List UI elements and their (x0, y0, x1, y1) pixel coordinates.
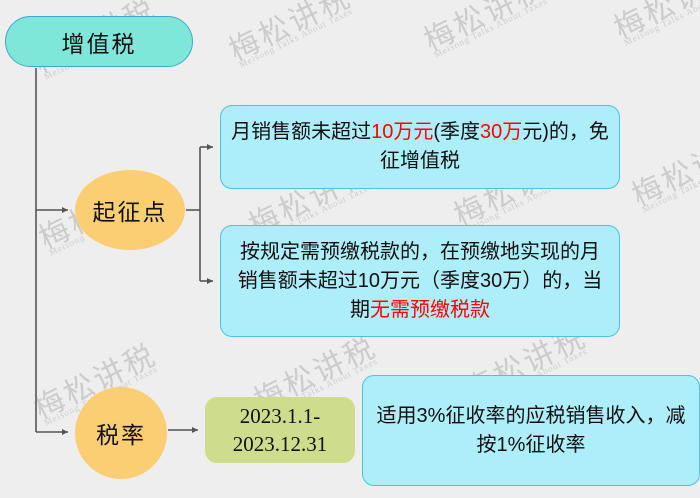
period-line-2: 2023.12.31 (232, 432, 328, 456)
text-segment-emphasis: 无需预缴税款 (370, 298, 490, 321)
node-detail-rate3-text: 适用3%征收率的应税销售收入，减按1%征收率 (376, 404, 686, 456)
node-detail-prepay-text: 按规定需预缴税款的，在预缴地实现的月销售额未超过10万元（季度30万）的，当期无… (231, 238, 609, 325)
period-line-1: 2023.1.1- (239, 403, 321, 428)
text-segment: 按规定需预缴税款的，在预缴地实现的月销售额未超过10万元（季度30万）的，当期 (237, 240, 603, 321)
node-detail-exempt-text: 月销售额未超过10万元(季度30万元)的，免征增值税 (231, 118, 609, 176)
node-detail-period[interactable]: 2023.1.1- 2023.12.31 (205, 397, 355, 463)
text-segment: 元)的，免征增值税 (380, 121, 609, 172)
node-root-vat[interactable]: 增值税 (5, 16, 193, 67)
node-detail-prepay[interactable]: 按规定需预缴税款的，在预缴地实现的月销售额未超过10万元（季度30万）的，当期无… (220, 225, 620, 337)
node-branch-threshold[interactable]: 起征点 (75, 170, 185, 250)
text-segment: 月销售额未超过 (231, 121, 372, 143)
node-branch-rate-label: 税率 (96, 422, 146, 448)
node-branch-rate[interactable]: 税率 (75, 387, 167, 479)
text-segment-emphasis: 30万 (480, 121, 523, 143)
text-segment-emphasis: 10万元 (371, 121, 434, 143)
text-segment: (季度 (433, 121, 480, 143)
node-detail-exempt[interactable]: 月销售额未超过10万元(季度30万元)的，免征增值税 (220, 105, 620, 189)
node-branch-threshold-label: 起征点 (92, 199, 168, 225)
node-root-vat-label: 增值税 (61, 30, 137, 57)
node-detail-period-text: 2023.1.1- 2023.12.31 (213, 402, 347, 459)
node-detail-rate3[interactable]: 适用3%征收率的应税销售收入，减按1%征收率 (362, 375, 700, 486)
